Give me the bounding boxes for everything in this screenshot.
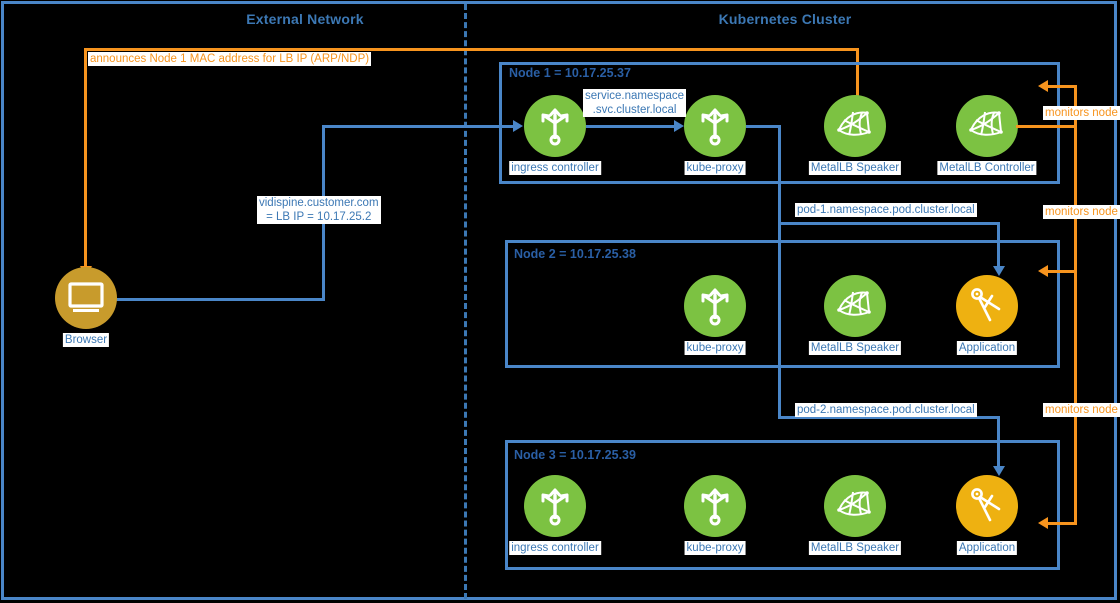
node-1-metallb-controller-label: MetalLB Controller [937, 161, 1037, 175]
metallb-net-icon [837, 491, 871, 516]
ingress-trident-icon-circle [524, 475, 586, 537]
node-1-kube-proxy-label: kube-proxy [684, 161, 746, 175]
ingress-trident-icon-circle [524, 95, 586, 157]
pod2-arrow-application [993, 466, 1005, 476]
lb-ip-label: vidispine.customer.com = LB IP = 10.17.2… [257, 196, 381, 224]
metallb-net-icon-circle [824, 95, 886, 157]
arp-announce-label: announces Node 1 MAC address for LB IP (… [88, 52, 372, 66]
pod1-dns-label: pod-1.namespace.pod.cluster.local [795, 203, 977, 217]
node-3-application-label: Application [956, 541, 1018, 555]
compass-icon-circle [956, 475, 1018, 537]
kubeproxy-trunk-out [746, 125, 781, 128]
ingress-trident-icon [541, 488, 569, 526]
node-1-ingress-controller-label: ingress controller [509, 161, 601, 175]
node-3-metallb-speaker[interactable]: MetalLB Speaker [808, 475, 902, 555]
node-1-metallb-controller[interactable]: MetalLB Controller [937, 95, 1037, 175]
monitor-trunk-vertical [1074, 125, 1077, 525]
node-2-application[interactable]: Application [956, 275, 1018, 355]
metallb-net-icon-circle [824, 275, 886, 337]
node-1-ingress-controller[interactable]: ingress controller [509, 95, 601, 175]
network-boundary-divider [464, 4, 467, 599]
browser-label: Browser [62, 333, 110, 347]
node-1-label: Node 1 = 10.17.25.37 [507, 66, 633, 80]
kube-proxy-trident-icon-circle [684, 275, 746, 337]
node-1-metallb-speaker[interactable]: MetalLB Speaker [808, 95, 902, 175]
pod2-branch-vertical [997, 416, 1000, 470]
ingress-inbound-arrow [513, 120, 523, 132]
metallb-net-icon [837, 291, 871, 316]
kube-proxy-trident-icon-circle [684, 95, 746, 157]
arp-announce-horizontal [84, 48, 859, 51]
pod2-dns-label: pod-2.namespace.pod.cluster.local [795, 403, 977, 417]
monitor-node3-horizontal [1046, 522, 1076, 525]
ingress-to-kubeproxy-line [586, 125, 676, 128]
node-2-application-label: Application [956, 341, 1018, 355]
metallb-net-icon-circle [956, 95, 1018, 157]
ingress-trident-icon [541, 108, 569, 146]
pod1-branch-vertical [997, 222, 1000, 270]
pod1-branch-horizontal [778, 222, 1000, 225]
node-2-label: Node 2 = 10.17.25.38 [512, 247, 638, 261]
node-2-box [505, 240, 1060, 368]
monitor-node2-arrow [1038, 265, 1048, 277]
node-2-metallb-speaker-label: MetalLB Speaker [808, 341, 902, 355]
node-3-metallb-speaker-label: MetalLB Speaker [808, 541, 902, 555]
service-dns-line1: service.namespace [585, 90, 685, 102]
lb-ip-to-ingress-line [322, 125, 515, 128]
node-3-application[interactable]: Application [956, 475, 1018, 555]
lb-ip-label-line1: vidispine.customer.com [259, 197, 379, 209]
node-3-kube-proxy-label: kube-proxy [684, 541, 746, 555]
pod1-arrow-application [993, 266, 1005, 276]
node-1-kube-proxy[interactable]: kube-proxy [684, 95, 746, 175]
kubeproxy-inbound-arrow [674, 120, 684, 132]
compass-icon [971, 488, 1001, 522]
node-2-kube-proxy[interactable]: kube-proxy [684, 275, 746, 355]
browser-egress-line [116, 298, 325, 301]
monitor-node2-horizontal [1046, 270, 1076, 273]
monitor-icon [68, 282, 104, 312]
kubeproxy-trunk-down [778, 125, 781, 416]
compass-icon [971, 288, 1001, 322]
node-1-metallb-speaker-label: MetalLB Speaker [808, 161, 902, 175]
metallb-net-icon [837, 111, 871, 136]
browser-icon-circle [55, 267, 117, 329]
node-3-label: Node 3 = 10.17.25.39 [512, 448, 638, 462]
monitors-node-1-label: monitors node [1043, 106, 1120, 120]
kube-proxy-trident-icon [701, 288, 729, 326]
kube-proxy-trident-icon [701, 108, 729, 146]
monitors-node-2-label: monitors node [1043, 205, 1120, 219]
browser-node[interactable]: Browser [55, 267, 117, 347]
metallb-net-icon [969, 111, 1003, 136]
metallb-net-icon-circle [824, 475, 886, 537]
service-dns-label: service.namespace .svc.cluster.local [583, 89, 687, 117]
monitor-node1-horizontal [1046, 85, 1076, 88]
node-2-metallb-speaker[interactable]: MetalLB Speaker [808, 275, 902, 355]
monitor-trunk-from-controller [1016, 125, 1076, 128]
kube-proxy-trident-icon-circle [684, 475, 746, 537]
node-3-box [505, 440, 1060, 570]
external-network-title: External Network [246, 11, 364, 27]
monitor-node1-arrow [1038, 80, 1048, 92]
monitors-node-3-label: monitors node [1043, 403, 1120, 417]
arp-announce-vertical-right [856, 48, 859, 110]
monitor-node3-arrow [1038, 517, 1048, 529]
node-3-ingress-controller-label: ingress controller [509, 541, 601, 555]
service-dns-line2: .svc.cluster.local [592, 104, 677, 116]
node-2-kube-proxy-label: kube-proxy [684, 341, 746, 355]
kubernetes-cluster-title: Kubernetes Cluster [718, 11, 852, 27]
node-3-kube-proxy[interactable]: kube-proxy [684, 475, 746, 555]
node-3-ingress-controller[interactable]: ingress controller [509, 475, 601, 555]
compass-icon-circle [956, 275, 1018, 337]
kube-proxy-trident-icon [701, 488, 729, 526]
lb-ip-label-line2: = LB IP = 10.17.25.2 [266, 211, 372, 223]
arp-announce-vertical-left [84, 48, 87, 272]
pod2-branch-horizontal [778, 416, 1000, 419]
